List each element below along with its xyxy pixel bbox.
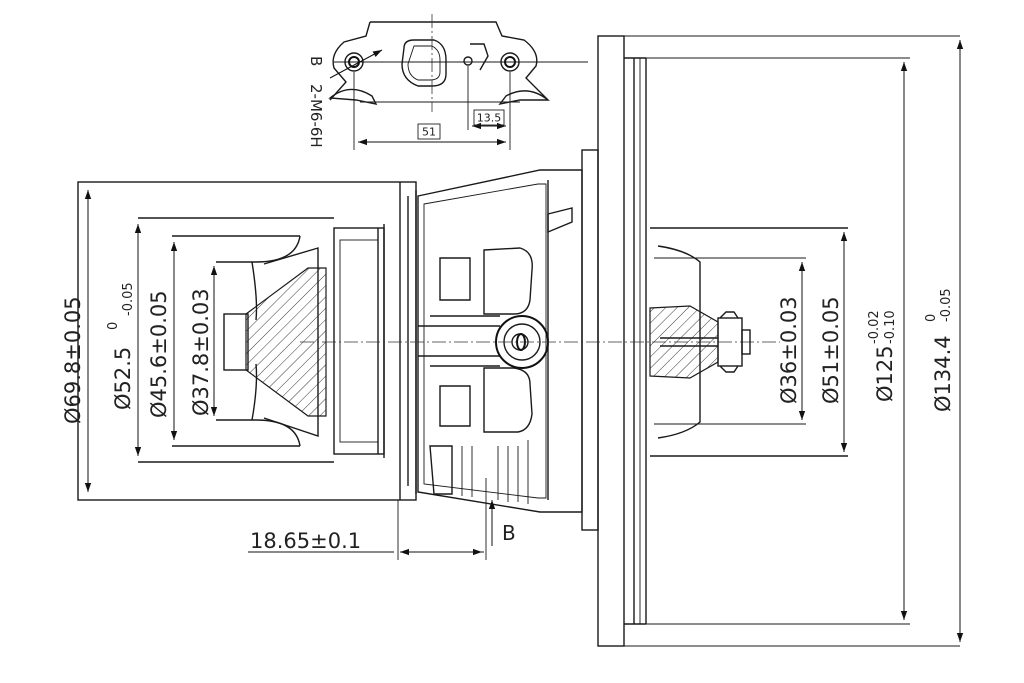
dim-d69-8: Ø69.8±0.05 <box>61 296 85 424</box>
compressor-side <box>77 181 780 501</box>
dim-d134-4: Ø134.4 <box>931 335 955 412</box>
center-housing <box>417 169 583 513</box>
dim-d51: Ø51±0.05 <box>819 296 843 404</box>
bearing-housing-flange <box>581 35 960 647</box>
dim-d125-upper: -0.02 <box>867 310 882 344</box>
dim-d52-5: Ø52.5 <box>111 347 135 410</box>
dim-18-65: 18.65±0.1 <box>250 529 361 553</box>
section-b-label: B <box>502 521 516 545</box>
flange-detail-view: 51 13.5 B 2-M6-6H <box>307 14 588 150</box>
dim-d134-4-lower: -0.05 <box>939 288 954 322</box>
dim-d36: Ø36±0.03 <box>777 296 801 404</box>
bottom-dimensions: 18.65±0.1 B <box>248 478 516 560</box>
dim-d52-5-upper: 0 <box>106 322 121 330</box>
dim-d125-lower: -0.10 <box>883 310 898 344</box>
dim-d134-4-upper: 0 <box>924 314 939 322</box>
thread-callout: 2-M6-6H <box>307 84 325 148</box>
dim-d37-8: Ø37.8±0.03 <box>189 288 213 416</box>
dim-51-label: 51 <box>422 126 436 139</box>
left-dimensions: Ø69.8±0.05 Ø52.5 0 -0.05 Ø45.6±0.05 Ø37.… <box>61 190 218 492</box>
turbine-side <box>649 227 848 457</box>
right-dimensions: Ø36±0.03 Ø51±0.05 Ø125 -0.02 -0.10 Ø134.… <box>777 40 964 642</box>
dim-13-5-label: 13.5 <box>477 112 502 125</box>
dim-d45-6: Ø45.6±0.05 <box>147 290 171 418</box>
dim-d125: Ø125 <box>873 345 897 402</box>
detail-b-label: B <box>307 56 325 66</box>
dim-d52-5-lower: -0.05 <box>121 282 136 316</box>
